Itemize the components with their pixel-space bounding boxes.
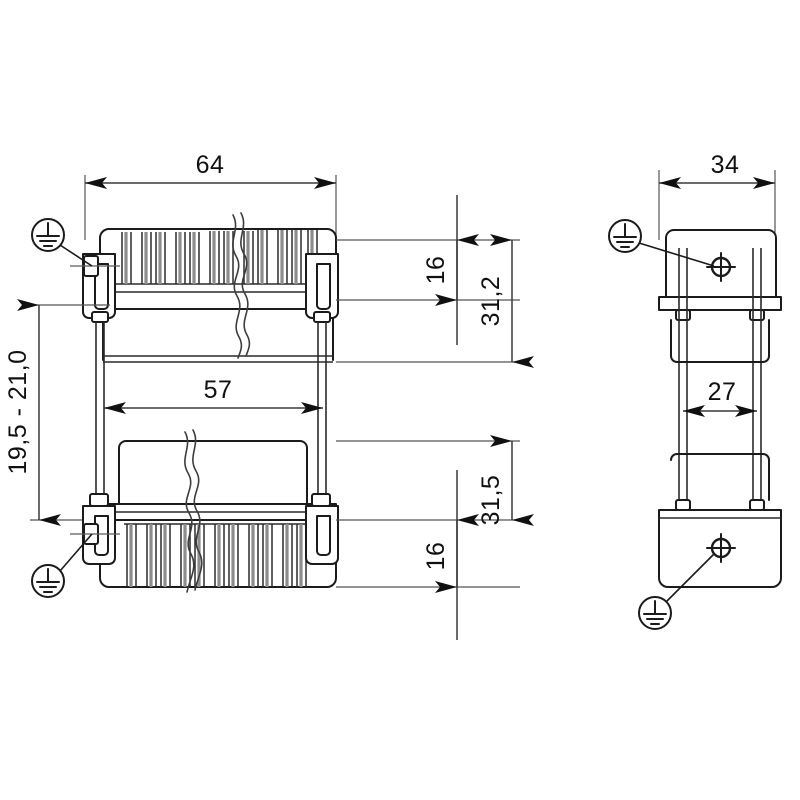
contact-hatching-bottom: [129, 524, 303, 587]
dimension-label-16-top: 16: [422, 256, 450, 285]
dimension-27: 27: [683, 378, 757, 417]
side-view: 34: [608, 151, 782, 630]
dimension-16-top: 16: [422, 195, 479, 345]
contact-hatching-top: [124, 230, 314, 284]
front-view: 64: [4, 151, 339, 598]
dimension-label-34: 34: [711, 151, 740, 179]
dimension-31-5: 31,5: [477, 435, 534, 526]
earth-ground-symbol-side-bottom: [638, 553, 715, 630]
break-line-top-b: [240, 212, 251, 357]
dimension-34: 34: [659, 151, 775, 189]
right-vertical-dimensions: 16 31,2 31,5 16: [336, 195, 534, 640]
earth-ground-symbol-side-top: [608, 219, 715, 267]
screw-crosshair-symbol-bottom: [706, 533, 736, 563]
bottom-connector-body: [99, 440, 337, 588]
dimension-label-16-bottom: 16: [422, 542, 450, 571]
dimension-16-bottom: 16: [422, 470, 479, 640]
earth-ground-symbol-bottom-left: [31, 533, 93, 598]
contact-hatching-top-edges: [121, 230, 318, 284]
dimension-label-27: 27: [708, 378, 737, 406]
dimension-height-range: 19,5 - 21,0: [4, 299, 110, 526]
top-left-locking-lever: [70, 253, 120, 520]
dimension-width-57: 57: [104, 376, 323, 414]
break-line-bottom: [184, 431, 195, 593]
screw-crosshair-symbol-top: [706, 252, 736, 282]
dimension-width-64: 64: [85, 151, 336, 189]
top-right-locking-lever: [305, 253, 339, 520]
dimension-label-64: 64: [196, 151, 225, 179]
dimension-label-31-2: 31,2: [477, 276, 505, 327]
break-line-bottom-b: [192, 429, 203, 591]
dimension-label-57: 57: [204, 376, 233, 404]
dimension-label-height-range: 19,5 - 21,0: [4, 349, 32, 474]
dimension-label-31-5: 31,5: [477, 475, 505, 526]
dimension-31-2: 31,2: [477, 234, 534, 368]
break-line-top: [232, 214, 243, 359]
earth-ground-symbol-top-left: [31, 218, 93, 267]
bottom-right-locking-lever: [305, 493, 339, 565]
